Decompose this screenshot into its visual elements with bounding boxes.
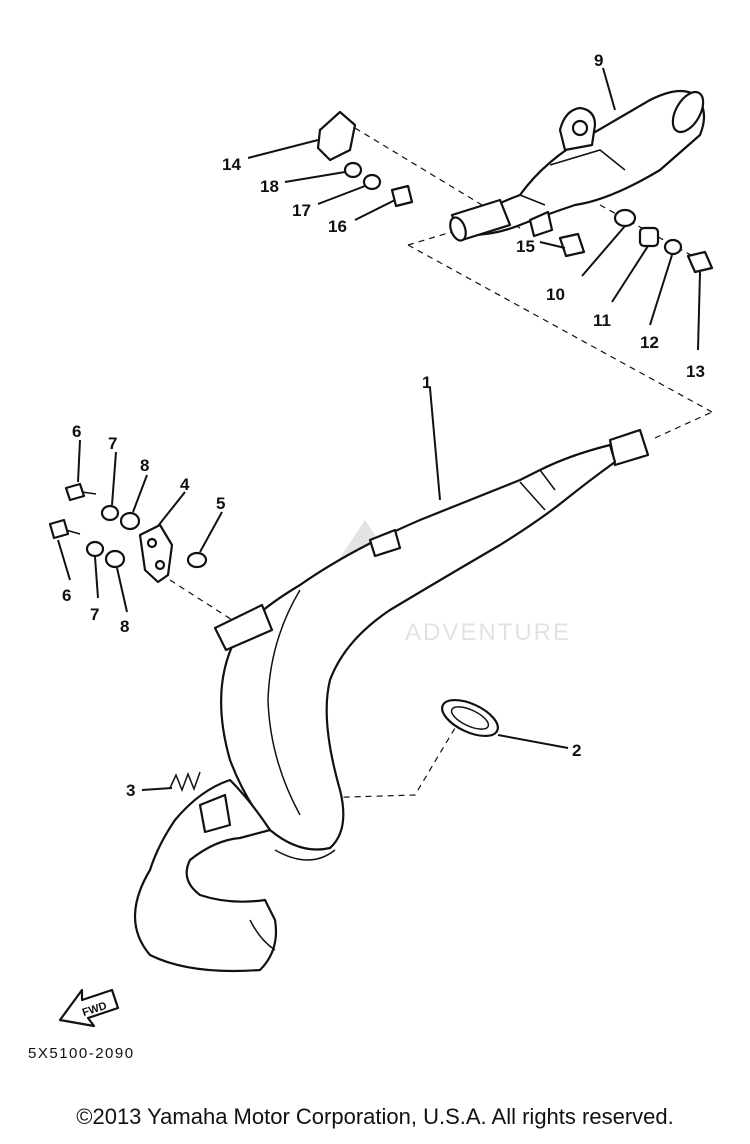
part-labels: 9 1 2 3 4 5 6 6 7 7 8 8 10 11 12 13 14 1…: [62, 51, 705, 800]
part-label-11: 11: [593, 311, 611, 330]
bracket: [138, 523, 174, 584]
part-label-5: 5: [216, 494, 225, 513]
part-label-6-lower: 6: [62, 586, 71, 605]
part-label-15: 15: [516, 237, 535, 256]
part-label-1: 1: [422, 373, 431, 392]
part-label-10: 10: [546, 285, 565, 304]
part-label-12: 12: [640, 333, 659, 352]
part-label-16: 16: [328, 217, 347, 236]
watermark-text: ADVENTURE: [405, 619, 571, 646]
exhaust-diagram-svg: ADVENTURE: [28, 51, 714, 1062]
part-label-9: 9: [594, 51, 603, 70]
part-label-2: 2: [572, 741, 581, 760]
copyright-footer: ©2013 Yamaha Motor Corporation, U.S.A. A…: [76, 1104, 674, 1129]
spring: [169, 771, 201, 793]
part-label-7-lower: 7: [90, 605, 99, 624]
diagram-code: 5X5100-2090: [28, 1045, 135, 1062]
part-label-17: 17: [292, 201, 311, 220]
part-label-7-upper: 7: [108, 434, 117, 453]
exhaust-pipe: [133, 428, 650, 973]
part-label-18: 18: [260, 177, 279, 196]
part-label-13: 13: [686, 362, 705, 381]
part-label-4: 4: [180, 475, 190, 494]
part-label-8-upper: 8: [140, 456, 149, 475]
fwd-arrow: FWD: [58, 988, 120, 1028]
muffler: [449, 89, 706, 242]
part-label-8-lower: 8: [120, 617, 129, 636]
leader-lines: [57, 67, 701, 791]
gasket: [441, 698, 499, 738]
part-label-14: 14: [222, 155, 241, 174]
part-label-3: 3: [126, 781, 135, 800]
part-label-6-upper: 6: [72, 422, 81, 441]
